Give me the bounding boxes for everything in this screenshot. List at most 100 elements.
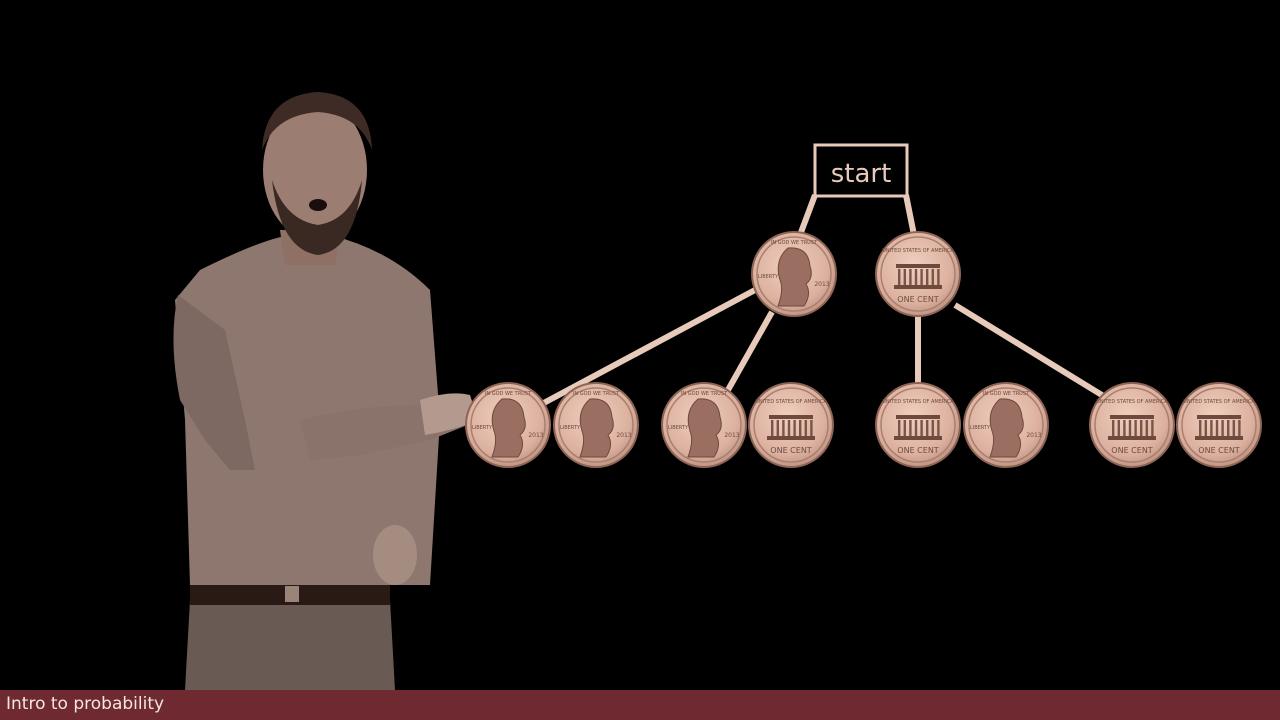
memorial-column bbox=[793, 420, 796, 436]
heads-coin: IN GOD WE TRUST LIBERTY 2013 bbox=[661, 382, 747, 468]
coin-liberty: LIBERTY bbox=[758, 274, 779, 280]
memorial-column bbox=[1204, 420, 1207, 436]
memorial-column bbox=[914, 269, 918, 285]
memorial-column bbox=[926, 420, 929, 436]
tree-edge bbox=[903, 194, 917, 236]
memorial-roof-icon bbox=[1110, 415, 1154, 419]
presenter-legs bbox=[185, 600, 395, 690]
coin-year: 2013 bbox=[528, 432, 543, 439]
belt-buckle bbox=[285, 586, 299, 602]
memorial-column bbox=[1210, 420, 1213, 436]
coin-denomination: ONE CENT bbox=[897, 446, 939, 455]
presenter-head bbox=[263, 100, 367, 240]
memorial-column bbox=[1117, 420, 1120, 436]
coin-denomination: ONE CENT bbox=[1198, 446, 1240, 455]
memorial-column bbox=[898, 269, 901, 285]
coin-motto: IN GOD WE TRUST bbox=[983, 391, 1030, 397]
lincoln-profile-icon bbox=[491, 398, 526, 458]
presenter-mouth bbox=[309, 199, 327, 211]
lincoln-profile-icon bbox=[777, 247, 812, 307]
presenter-hand bbox=[420, 393, 478, 435]
coin-liberty: LIBERTY bbox=[472, 425, 493, 431]
memorial-column bbox=[1215, 420, 1219, 436]
coin-country: UNITED STATES OF AMERICA bbox=[1096, 399, 1168, 405]
lincoln-profile-icon bbox=[989, 398, 1024, 458]
memorial-column bbox=[810, 420, 813, 436]
coin-year: 2013 bbox=[1026, 432, 1041, 439]
coin-rim bbox=[470, 387, 546, 463]
coin-rim bbox=[1094, 387, 1170, 463]
coin-motto: IN GOD WE TRUST bbox=[573, 391, 620, 397]
tree-edge bbox=[953, 302, 1112, 403]
coin-body bbox=[875, 382, 961, 468]
coin-motto: IN GOD WE TRUST bbox=[771, 240, 818, 246]
memorial-column bbox=[1140, 420, 1143, 436]
coin-year: 2013 bbox=[724, 432, 739, 439]
coin-denomination: ONE CENT bbox=[1111, 446, 1153, 455]
memorial-column bbox=[903, 420, 906, 436]
memorial-roof-icon bbox=[896, 415, 940, 419]
coin-country: UNITED STATES OF AMERICA bbox=[1183, 399, 1255, 405]
coin-year: 2013 bbox=[814, 281, 829, 288]
memorial-base bbox=[894, 285, 942, 289]
start-label: start bbox=[831, 159, 892, 189]
coin-rim bbox=[756, 236, 832, 312]
heads-coin: IN GOD WE TRUST LIBERTY 2013 bbox=[963, 382, 1049, 468]
memorial-column bbox=[1151, 420, 1154, 436]
presenter-left-arm bbox=[173, 295, 255, 470]
coin-rim bbox=[666, 387, 742, 463]
coin-rim bbox=[880, 387, 956, 463]
memorial-column bbox=[787, 420, 791, 436]
lincoln-profile-icon bbox=[687, 398, 722, 458]
coin-liberty: LIBERTY bbox=[560, 425, 581, 431]
memorial-column bbox=[920, 420, 923, 436]
memorial-column bbox=[909, 269, 912, 285]
coin-rim bbox=[1181, 387, 1257, 463]
memorial-column bbox=[776, 420, 779, 436]
presenter-lower-hand bbox=[373, 525, 417, 585]
memorial-base bbox=[1108, 436, 1156, 440]
memorial-column bbox=[903, 269, 906, 285]
memorial-column bbox=[799, 420, 802, 436]
coin-body bbox=[875, 231, 961, 317]
heads-coin: IN GOD WE TRUST LIBERTY 2013 bbox=[751, 231, 837, 317]
memorial-base bbox=[767, 436, 815, 440]
memorial-column bbox=[1112, 420, 1115, 436]
memorial-column bbox=[926, 269, 929, 285]
memorial-column bbox=[804, 420, 807, 436]
lecture-title: Intro to probability bbox=[6, 694, 165, 714]
coin-rim bbox=[968, 387, 1044, 463]
presenter-beard bbox=[272, 180, 362, 255]
memorial-roof-icon bbox=[769, 415, 813, 419]
tails-coin: UNITED STATES OF AMERICA ONE CENT bbox=[1176, 382, 1262, 468]
memorial-column bbox=[909, 420, 912, 436]
presenter-torso bbox=[175, 235, 440, 585]
tails-coin: UNITED STATES OF AMERICA ONE CENT bbox=[875, 382, 961, 468]
coin-denomination: ONE CENT bbox=[897, 295, 939, 304]
memorial-column bbox=[1238, 420, 1241, 436]
memorial-base bbox=[1195, 436, 1243, 440]
memorial-roof-icon bbox=[1197, 415, 1241, 419]
coin-denomination: ONE CENT bbox=[770, 446, 812, 455]
memorial-column bbox=[771, 420, 774, 436]
memorial-column bbox=[937, 269, 940, 285]
coin-liberty: LIBERTY bbox=[970, 425, 991, 431]
tree-edge bbox=[538, 287, 757, 408]
coin-body bbox=[748, 382, 834, 468]
memorial-column bbox=[914, 420, 918, 436]
memorial-column bbox=[1227, 420, 1230, 436]
coin-motto: IN GOD WE TRUST bbox=[681, 391, 728, 397]
memorial-base bbox=[894, 436, 942, 440]
coin-liberty: LIBERTY bbox=[668, 425, 689, 431]
memorial-column bbox=[1134, 420, 1137, 436]
coin-country: UNITED STATES OF AMERICA bbox=[882, 399, 954, 405]
coin-rim bbox=[753, 387, 829, 463]
coin-body bbox=[1176, 382, 1262, 468]
